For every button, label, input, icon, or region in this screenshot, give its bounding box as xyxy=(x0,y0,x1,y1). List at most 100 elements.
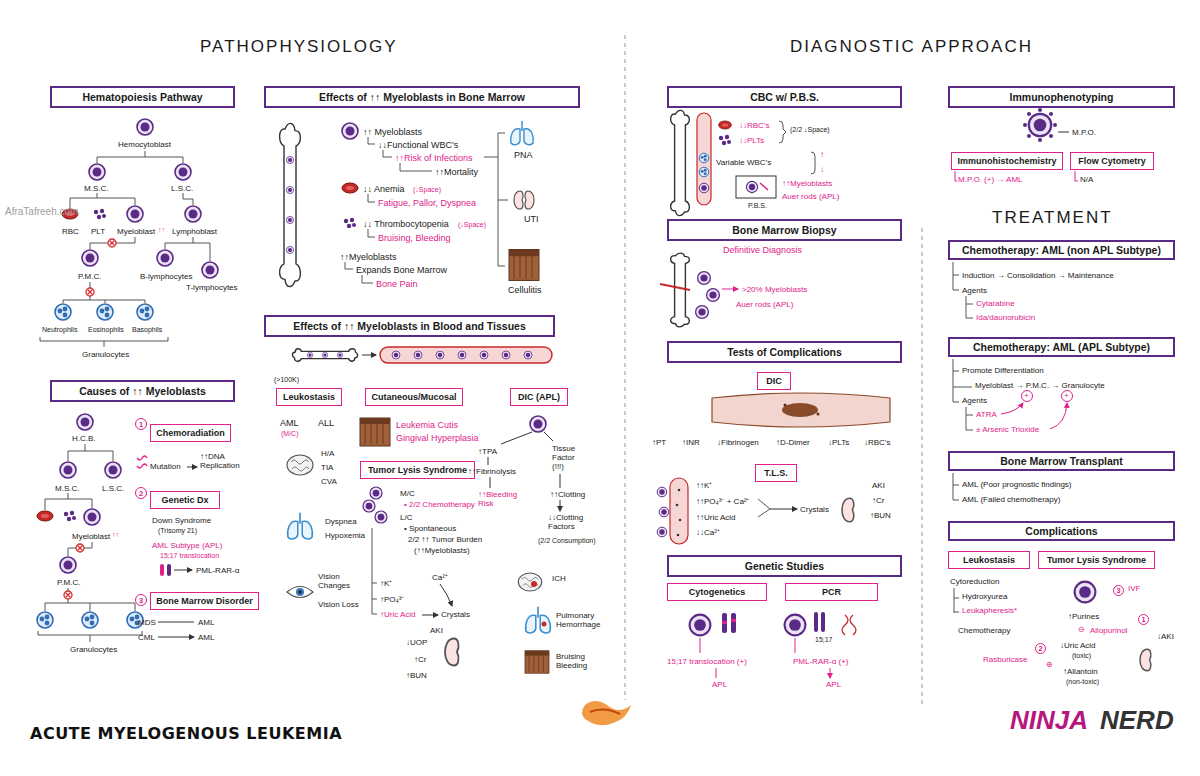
text-label: Myeloblast → P.M.C. → Granulocyte xyxy=(975,381,1105,390)
blood-tissue-figure xyxy=(372,528,377,614)
hematopoiesis-figure xyxy=(40,151,210,347)
text-label: APL xyxy=(712,680,727,689)
diagnostic-figure xyxy=(699,167,709,177)
node-text: Complications xyxy=(1025,525,1097,537)
diagnostic-figure xyxy=(659,507,669,517)
section-header: Effects of ↑↑ Myeloblasts in Bone Marrow xyxy=(264,86,580,108)
text-label: UTI xyxy=(524,214,539,224)
treatment-figure xyxy=(1038,138,1042,142)
causes-figure xyxy=(64,511,76,521)
treatment-figure xyxy=(953,108,1151,671)
text-label: Ida/daunorubicin xyxy=(976,313,1035,322)
hematopoiesis-figure xyxy=(185,206,201,222)
section-header: Chemotherapy: AML (APL Subtype) xyxy=(948,337,1175,357)
treatment-figure xyxy=(1029,114,1051,136)
node-text: 3 xyxy=(139,596,143,605)
text-label: + xyxy=(1024,391,1029,400)
sub-header: T.L.S. xyxy=(755,464,797,482)
blood-tissue-figure xyxy=(502,351,510,359)
text-label: (M/C) xyxy=(281,430,299,438)
text-label: Granulocytes xyxy=(82,350,129,359)
diagnostic-figure xyxy=(719,135,731,145)
text-label: ↑BUN xyxy=(870,511,891,520)
bone-marrow-figure xyxy=(344,218,356,228)
causes-figure xyxy=(64,591,72,599)
node-text: Leukostasis xyxy=(963,555,1015,565)
blood-tissue-figure xyxy=(480,351,488,359)
causes-figure xyxy=(105,462,121,478)
sub-header: Chemoradiation xyxy=(150,424,231,442)
text-label: • 2/2 Chemotherapy xyxy=(404,500,475,509)
text-label: ↑ xyxy=(820,150,824,159)
hematopoiesis-figure xyxy=(94,209,106,219)
sub-header: Leukostasis xyxy=(948,551,1030,569)
diagnostic-figure xyxy=(696,306,709,319)
divider-line xyxy=(922,228,923,705)
text-label: Crystals xyxy=(800,505,829,514)
hematopoiesis-figure xyxy=(202,262,218,278)
text-label: 2/2 ↑↑ Tumor Burden xyxy=(408,535,482,544)
text-label: ↑↑K⁺ xyxy=(696,481,712,490)
node-text: Effects of ↑↑ Myeloblasts in Bone Marrow xyxy=(319,91,525,103)
sub-header: Immunohistochemistry xyxy=(951,152,1063,170)
callout-number: 1 xyxy=(135,418,147,430)
diagnostic-figure xyxy=(814,612,818,632)
text-label: ↑↑DNA Replication xyxy=(200,452,250,470)
hematopoiesis-figure xyxy=(108,239,116,247)
logo-figure xyxy=(582,701,631,725)
logo-figure xyxy=(590,709,620,714)
text-label: Variable WBC's xyxy=(716,158,771,167)
blood-tissue-figure xyxy=(445,639,459,666)
node-text: Genetic Studies xyxy=(745,560,824,572)
text-label: ↑↑Uric Acid xyxy=(696,513,736,522)
text-label: (↓Space) xyxy=(458,221,486,229)
sub-header: Cutaneous/Mucosal xyxy=(365,388,463,406)
text-label: AML (Failed chemotherapy) xyxy=(962,495,1060,504)
text-label: AML Subtype (APL) xyxy=(152,541,222,550)
section-header: Genetic Studies xyxy=(667,555,902,577)
text-label: Agents xyxy=(962,396,987,405)
text-label: Expands Bone Marrow xyxy=(356,265,447,275)
causes-figure xyxy=(158,622,194,637)
text-label: ICH xyxy=(552,574,566,583)
blood-tissue-figure xyxy=(414,351,422,359)
text-label: ↓RBC's xyxy=(864,438,890,447)
text-label: 15;17 xyxy=(815,636,833,644)
node-text: CBC w/ P.B.S. xyxy=(750,91,819,103)
diagnostic-figure xyxy=(795,638,796,653)
text-label: PLT xyxy=(91,227,105,236)
text-label: ↓↓Functional WBC's xyxy=(378,140,458,150)
diagnostic-figure xyxy=(660,284,690,290)
text-label: ↓↓ Anemia xyxy=(363,184,405,194)
text-label: Basophils xyxy=(132,326,162,334)
text-label: AML xyxy=(280,418,299,428)
node-text: 3 xyxy=(1116,586,1120,595)
blood-tissue-figure xyxy=(542,622,547,627)
treatment-figure xyxy=(1053,123,1057,127)
text-label: (2/2 Consumption) xyxy=(538,537,596,545)
text-label: Bruising Bleeding xyxy=(556,652,596,670)
diagnostic-figure xyxy=(699,183,709,193)
text-label: ↑↑ xyxy=(112,531,119,539)
diagnostic-figure xyxy=(716,668,830,678)
text-label: ↓AKI xyxy=(1157,632,1174,641)
node-text: Bone Marrow Disorder xyxy=(156,596,253,606)
logo-text: NINJA xyxy=(1010,706,1088,736)
text-label: ↑↑Myeloblasts xyxy=(782,179,832,188)
text-label: Cytoreduction xyxy=(950,577,999,586)
hematopoiesis-figure xyxy=(157,250,173,266)
diagnostic-figure xyxy=(722,289,738,290)
text-label: T-lymphocytes xyxy=(186,283,238,292)
text-label: ALL xyxy=(318,418,334,428)
text-label: ↑↑PO₄³⁻ + Ca²⁺ xyxy=(696,497,750,506)
text-label: (toxic) xyxy=(1072,652,1091,660)
text-label: ↓Uric Acid xyxy=(1060,641,1096,650)
text-label: Vision Loss xyxy=(318,600,359,609)
node-text: Bone Marrow Biopsy xyxy=(732,224,836,236)
callout-number: 2 xyxy=(1035,643,1046,654)
blood-tissue-figure xyxy=(530,416,546,432)
blood-tissue-figure xyxy=(458,351,466,359)
text-label: ↓↓PLTs xyxy=(739,136,764,145)
text-label: ↑Purines xyxy=(1068,612,1099,621)
